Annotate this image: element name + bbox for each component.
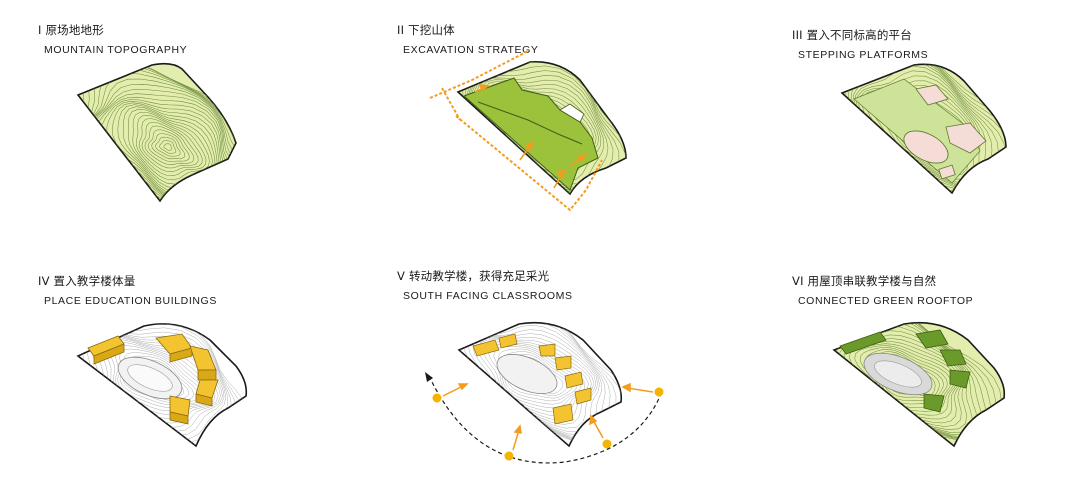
step-3-number: III [792,28,803,42]
step-1-caption: I 原场地地形 MOUNTAIN TOPOGRAPHY [38,25,187,55]
step-2-number: II [397,23,404,37]
sun-path-arrowhead [425,372,433,382]
step-5-number: V [397,269,405,283]
step-6-title-zh: 用屋顶串联教学楼与自然 [808,274,937,288]
excavation-diagram [420,40,640,220]
step-3-title-zh: 置入不同标高的平台 [807,28,912,42]
step-1-title-en: MOUNTAIN TOPOGRAPHY [44,45,187,56]
step-1-title-zh: 原场地地形 [45,23,104,37]
step-5-title-zh: 转动教学楼，获得充足采光 [409,269,549,283]
step-6-number: VI [792,274,804,288]
step-4-title-zh: 置入教学楼体量 [54,274,136,288]
orientation-diagram [415,300,675,470]
platforms-diagram [820,55,1020,215]
topography-diagram [60,55,250,215]
excavation-boundary [442,88,460,120]
step-1-number: I [38,23,42,37]
step-2-title-zh: 下挖山体 [408,23,455,37]
step-4-number: IV [38,274,50,288]
green-roof-diagram [820,300,1020,460]
buildings-diagram [60,300,260,460]
step-5-caption: V 转动教学楼，获得充足采光 SOUTH FACING CLASSROOMS [397,271,573,301]
